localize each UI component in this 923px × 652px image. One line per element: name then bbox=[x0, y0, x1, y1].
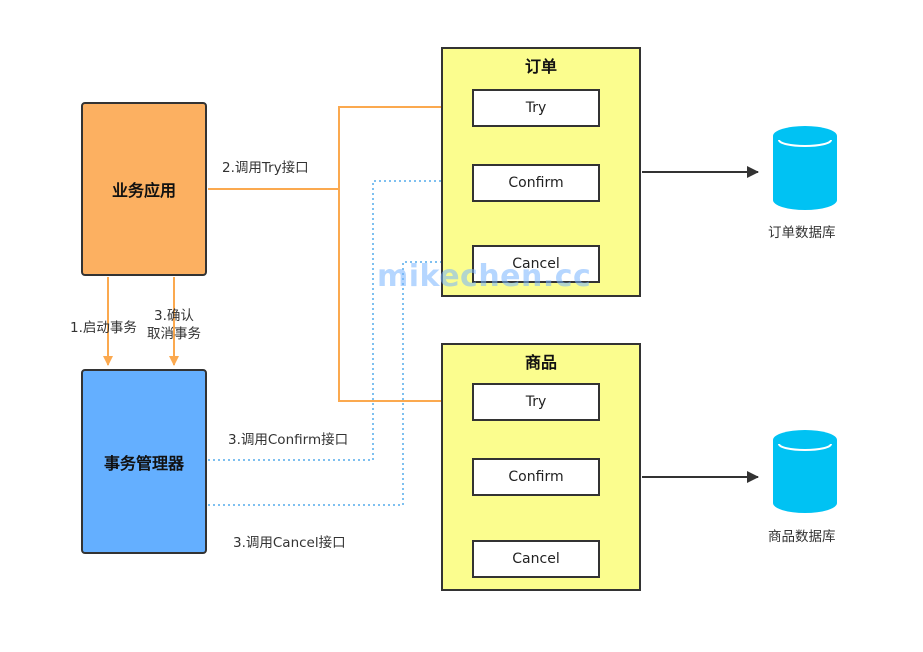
transaction-manager-node: 事务管理器 bbox=[81, 369, 207, 554]
call-confirm-label: 3.调用Confirm接口 bbox=[228, 432, 349, 448]
call-cancel-label: 3.调用Cancel接口 bbox=[233, 535, 346, 551]
call-try-label: 2.调用Try接口 bbox=[222, 160, 309, 176]
product-service-title: 商品 bbox=[524, 353, 557, 372]
order-database-icon bbox=[773, 126, 837, 210]
order-cancel-node: Cancel bbox=[472, 245, 600, 283]
watermark: mikechen.cc bbox=[377, 259, 592, 294]
confirm-cancel-transaction-label: 3.确认 取消事务 bbox=[140, 307, 208, 343]
try-arrow-order bbox=[208, 102, 468, 190]
product-database-label: 商品数据库 bbox=[768, 529, 836, 545]
business-application-node: 业务应用 bbox=[81, 102, 207, 276]
confirm-cancel-label-line2: 取消事务 bbox=[147, 326, 201, 342]
product-cancel-node: Cancel bbox=[472, 540, 600, 578]
confirm-cancel-label-line1: 3.确认 bbox=[154, 308, 194, 324]
try-arrow-product bbox=[338, 189, 468, 406]
order-database-label: 订单数据库 bbox=[768, 225, 836, 241]
order-try-node: Try bbox=[472, 89, 600, 127]
confirm-dotted-arrow bbox=[208, 176, 468, 461]
product-try-node: Try bbox=[472, 383, 600, 421]
cancel-dotted-arrow bbox=[208, 257, 468, 506]
order-service-title: 订单 bbox=[524, 57, 557, 76]
order-confirm-node: Confirm bbox=[472, 164, 600, 202]
product-confirm-node: Confirm bbox=[472, 458, 600, 496]
product-service: 商品 Try Confirm Cancel bbox=[441, 343, 641, 591]
product-database-icon bbox=[773, 430, 837, 513]
order-service: 订单 Try Confirm Cancel bbox=[441, 47, 641, 297]
start-transaction-label: 1.启动事务 bbox=[70, 320, 137, 336]
